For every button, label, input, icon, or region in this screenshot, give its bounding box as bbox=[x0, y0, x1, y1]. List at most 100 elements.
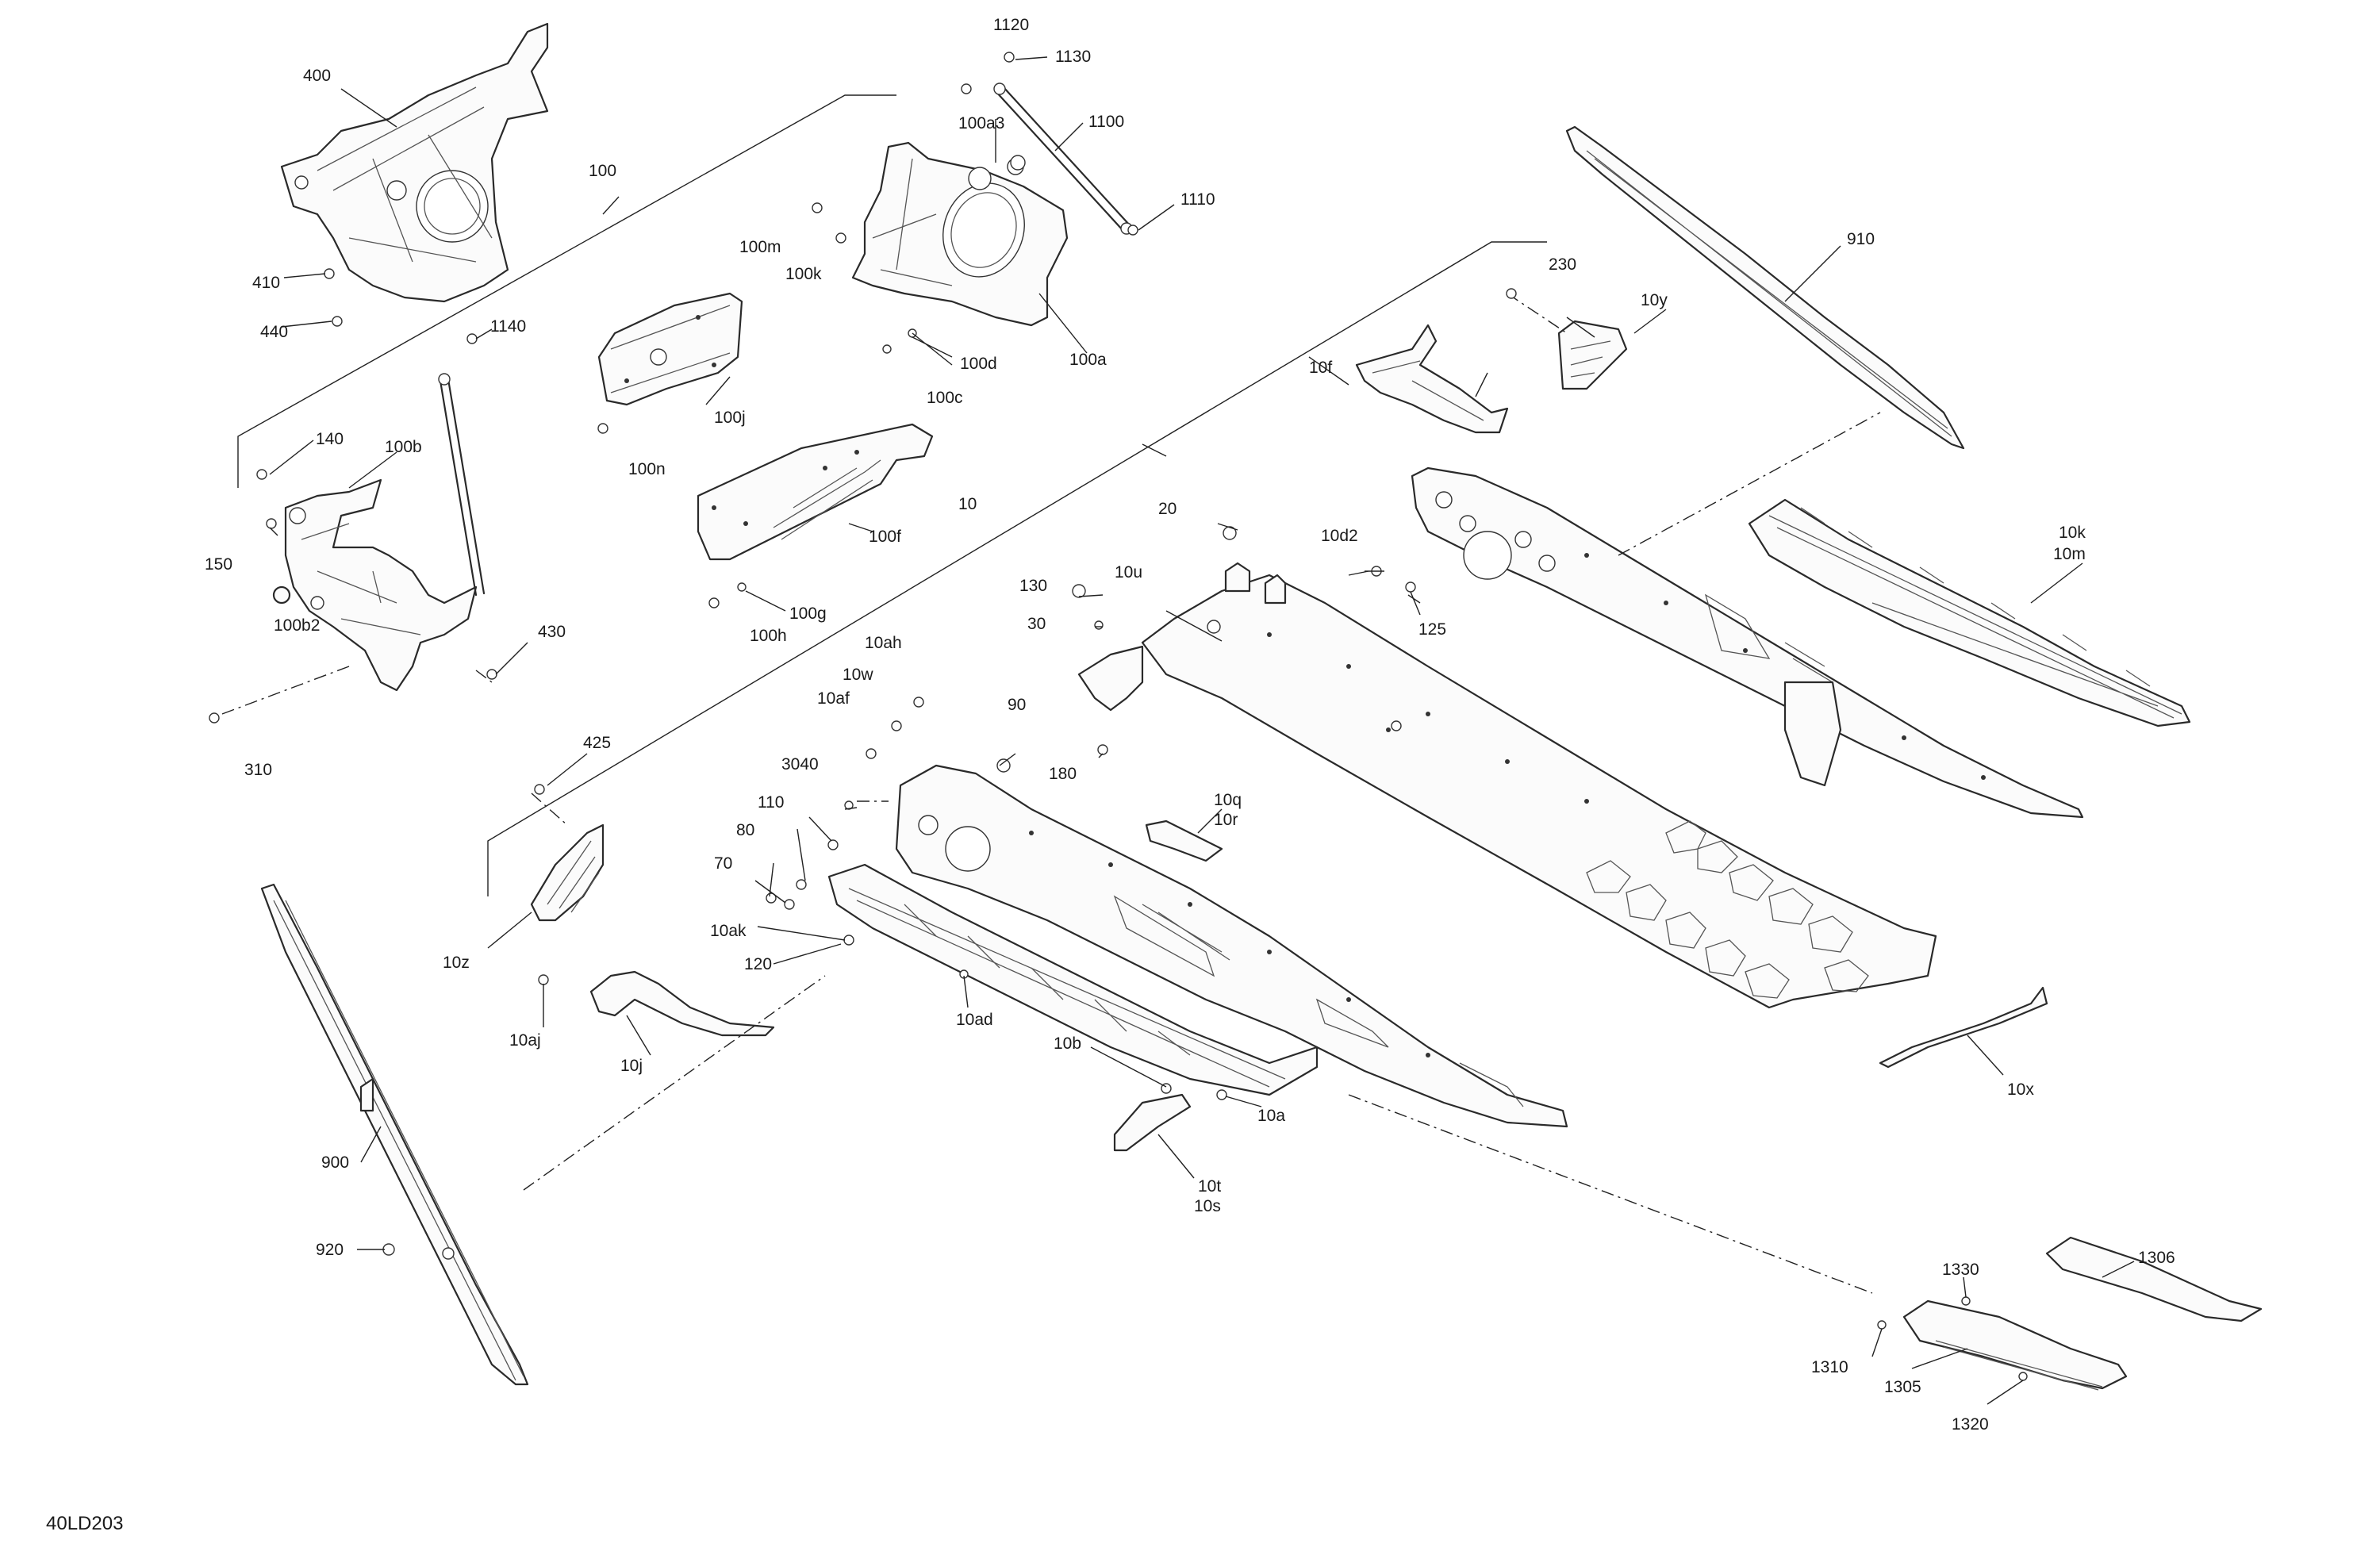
label-410: 410 bbox=[252, 274, 280, 292]
part-plate-1305 bbox=[1902, 1299, 2128, 1391]
label-1120: 1120 bbox=[993, 16, 1029, 34]
label-910: 910 bbox=[1847, 230, 1875, 248]
part-running-board-10ad bbox=[827, 863, 1319, 1096]
label-125: 125 bbox=[1418, 620, 1446, 639]
label-10: 10 bbox=[958, 495, 977, 513]
label-10s: 10s bbox=[1194, 1197, 1221, 1215]
tunnel-cutouts bbox=[1586, 820, 1869, 999]
label-10ah: 10ah bbox=[865, 634, 902, 652]
centerline-7 bbox=[1507, 293, 1568, 334]
label-80: 80 bbox=[736, 821, 754, 839]
part-frame-100b bbox=[284, 478, 478, 692]
label-100b2: 100b2 bbox=[274, 616, 320, 635]
label-10a: 10a bbox=[1257, 1107, 1285, 1125]
part-bushing-100b2 bbox=[272, 585, 291, 605]
part-rod-1140 bbox=[438, 373, 486, 597]
part-rail-900 bbox=[260, 883, 529, 1386]
label-10r: 10r bbox=[1214, 811, 1238, 829]
label-10w: 10w bbox=[843, 666, 873, 684]
label-100f: 100f bbox=[869, 528, 901, 546]
part-support-10t-10s bbox=[1113, 1093, 1192, 1152]
part-frame-side-100a bbox=[851, 141, 1069, 327]
label-10t: 10t bbox=[1198, 1177, 1221, 1196]
label-100g: 100g bbox=[789, 605, 827, 623]
label-100: 100 bbox=[589, 162, 616, 180]
leader-lines bbox=[269, 56, 2135, 1405]
label-3040: 3040 bbox=[781, 755, 819, 773]
label-1330: 1330 bbox=[1942, 1261, 1979, 1279]
label-100m: 100m bbox=[739, 238, 781, 256]
part-left-side-panel bbox=[895, 764, 1568, 1128]
label-100n: 100n bbox=[628, 460, 666, 478]
label-230: 230 bbox=[1549, 255, 1576, 274]
label-1140: 1140 bbox=[490, 317, 526, 336]
part-plate-100f bbox=[697, 423, 934, 561]
label-10af: 10af bbox=[817, 689, 850, 708]
centerline-5 bbox=[475, 670, 493, 683]
label-10z: 10z bbox=[443, 954, 470, 972]
label-10u: 10u bbox=[1115, 563, 1142, 582]
label-100d: 100d bbox=[960, 355, 997, 373]
label-100h: 100h bbox=[750, 627, 787, 645]
label-100k: 100k bbox=[785, 265, 822, 283]
label-10aj: 10aj bbox=[509, 1031, 541, 1050]
label-10x: 10x bbox=[2007, 1080, 2034, 1099]
label-90: 90 bbox=[1008, 696, 1026, 714]
centerline-6 bbox=[531, 793, 568, 826]
label-120: 120 bbox=[744, 955, 772, 973]
label-920: 920 bbox=[316, 1241, 344, 1259]
part-bracket-10f bbox=[1355, 324, 1509, 434]
group-bracket-10 bbox=[487, 241, 1547, 896]
part-labels: 400 100 410 440 1120 1130 100a3 1100 111… bbox=[205, 16, 2175, 1434]
label-100a3: 100a3 bbox=[958, 114, 1004, 132]
part-plate-100j bbox=[597, 292, 743, 406]
part-strip-10x bbox=[1879, 986, 2048, 1069]
label-10f: 10f bbox=[1309, 359, 1332, 377]
label-110: 110 bbox=[758, 793, 784, 812]
centerline-1 bbox=[1618, 412, 1881, 556]
label-1305: 1305 bbox=[1884, 1378, 1921, 1396]
label-10q: 10q bbox=[1214, 791, 1242, 809]
label-400: 400 bbox=[303, 67, 331, 85]
label-20: 20 bbox=[1158, 500, 1177, 518]
label-1320: 1320 bbox=[1952, 1415, 1989, 1434]
label-10y: 10y bbox=[1641, 291, 1668, 309]
centerline-2 bbox=[1348, 1094, 1873, 1294]
part-rack-10k-10m bbox=[1748, 498, 2191, 727]
label-100j: 100j bbox=[714, 409, 746, 427]
label-30: 30 bbox=[1027, 615, 1046, 633]
label-900: 900 bbox=[321, 1153, 349, 1172]
part-step-10z bbox=[530, 823, 605, 922]
label-1306: 1306 bbox=[2138, 1249, 2175, 1267]
group-bracket-100 bbox=[237, 94, 896, 488]
label-130: 130 bbox=[1019, 577, 1047, 595]
label-10j: 10j bbox=[620, 1057, 643, 1075]
part-bracket-10j bbox=[589, 970, 775, 1037]
label-310: 310 bbox=[244, 761, 272, 779]
part-front-frame-400 bbox=[280, 22, 549, 303]
centerline-3 bbox=[523, 975, 826, 1191]
diagram-code: 40LD203 bbox=[46, 1513, 123, 1534]
label-1310: 1310 bbox=[1811, 1358, 1848, 1376]
label-70: 70 bbox=[714, 854, 732, 873]
label-10ak: 10ak bbox=[710, 922, 747, 940]
label-100c: 100c bbox=[927, 389, 963, 407]
label-10ad: 10ad bbox=[956, 1011, 993, 1029]
part-plate-1306 bbox=[2045, 1236, 2263, 1322]
label-10k: 10k bbox=[2059, 524, 2086, 542]
label-430: 430 bbox=[538, 623, 566, 641]
label-1130: 1130 bbox=[1055, 48, 1091, 66]
label-1100: 1100 bbox=[1088, 113, 1124, 131]
label-140: 140 bbox=[316, 430, 344, 448]
part-right-side-panel bbox=[1411, 466, 2084, 819]
part-bracket-10q-10r bbox=[1145, 819, 1223, 862]
part-strut-1100 bbox=[993, 83, 1133, 235]
label-180: 180 bbox=[1049, 765, 1077, 783]
label-100a: 100a bbox=[1069, 351, 1107, 369]
label-10m: 10m bbox=[2053, 545, 2086, 563]
label-10b: 10b bbox=[1054, 1034, 1081, 1053]
label-440: 440 bbox=[260, 323, 288, 341]
label-150: 150 bbox=[205, 555, 232, 574]
label-10d2: 10d2 bbox=[1321, 527, 1358, 545]
